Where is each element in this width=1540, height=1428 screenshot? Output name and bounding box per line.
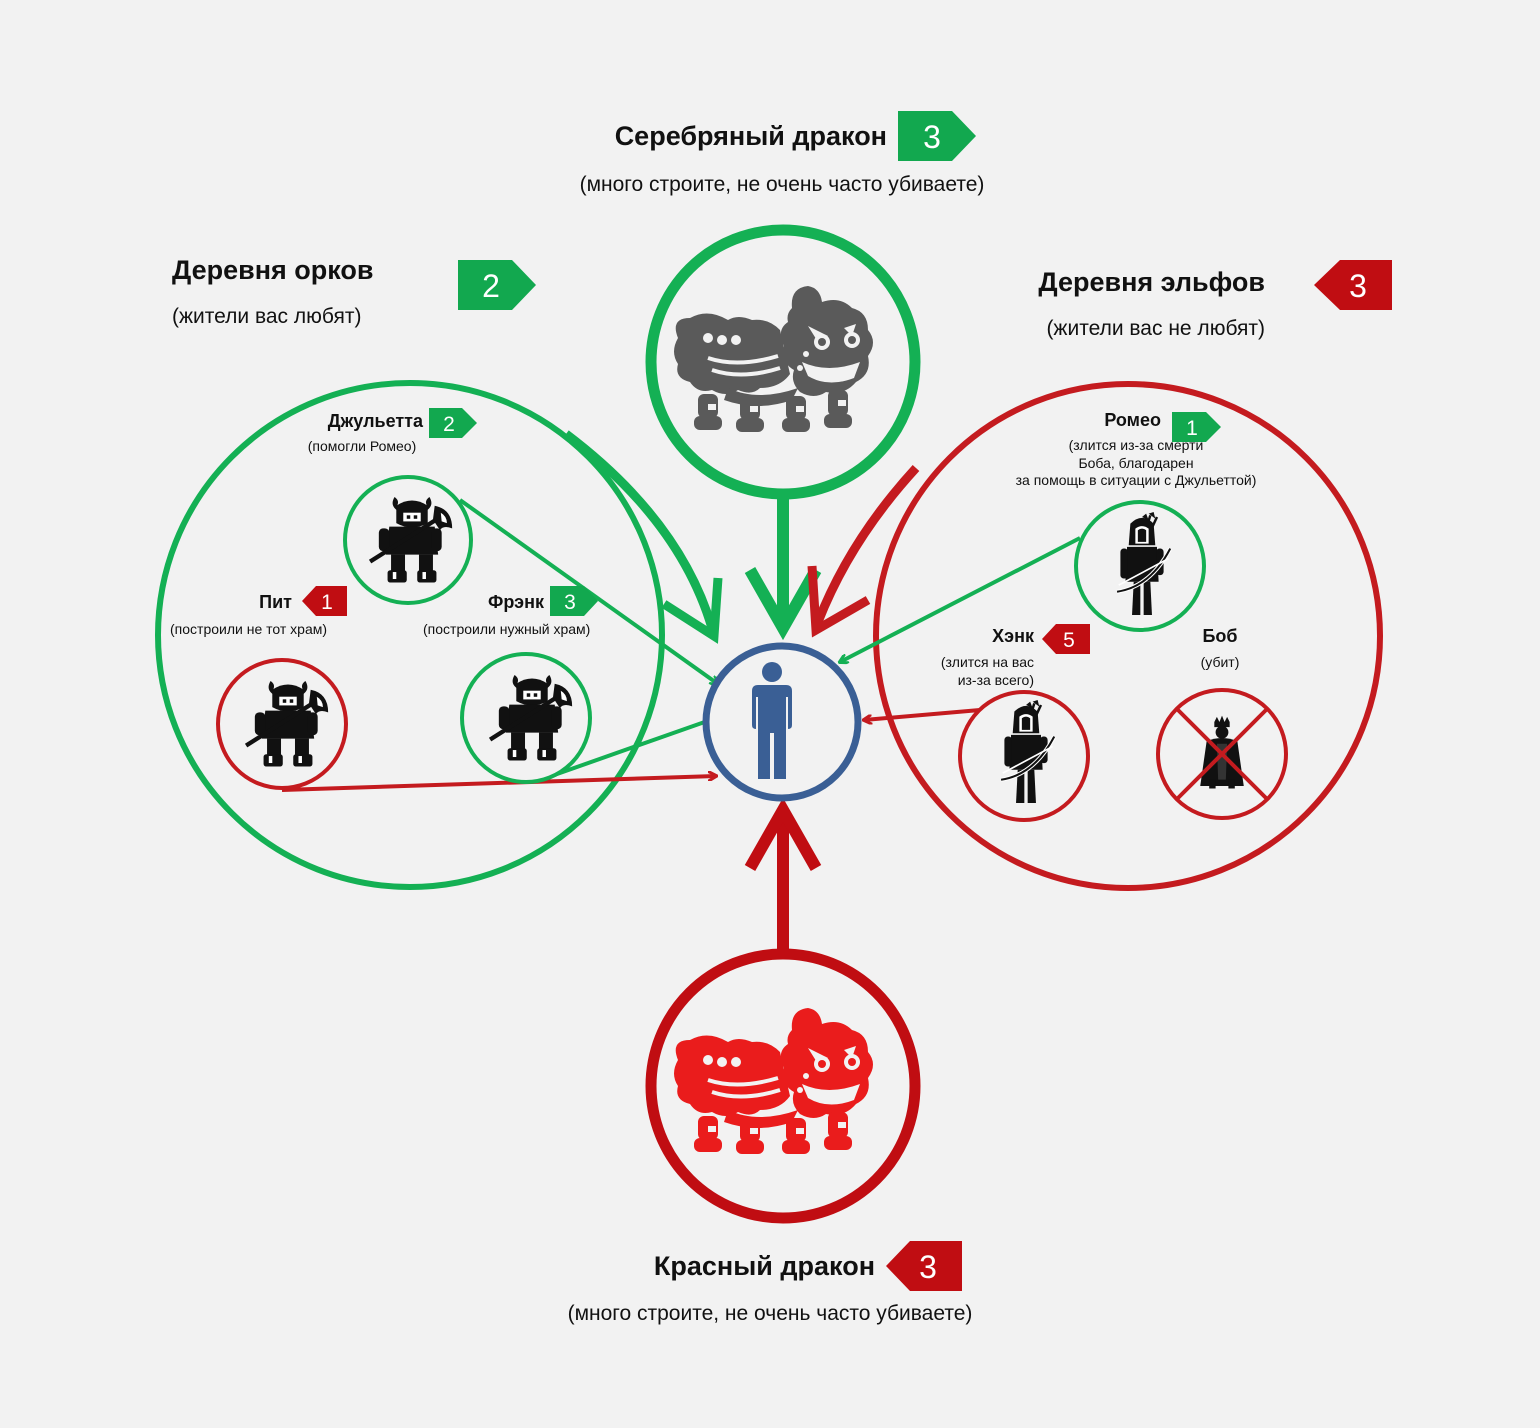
svg-text:3: 3 [919,1249,937,1285]
silver-dragon-node [645,224,921,500]
dragon-icon [672,284,875,434]
dragon-icon [672,1006,875,1156]
juliet-node [343,475,473,605]
frank-note: (построили нужный храм) [423,621,591,637]
svg-text:2: 2 [482,268,500,304]
romeo-node [1074,500,1206,632]
juliet-note: (помогли Ромео) [307,438,417,454]
silver-dragon-title: Серебряный дракон [614,121,887,151]
red-dragon-arrow [744,797,822,950]
pete-name: Пит [259,592,292,612]
frank-score-badge: 3 [550,586,598,616]
svg-text:3: 3 [923,119,941,155]
bob-note: (убит) [1200,654,1240,670]
svg-text:3: 3 [564,591,576,614]
orc-village-circle [155,380,665,890]
red-dragon-score-badge: 3 [886,1241,962,1291]
juliet-score-badge: 2 [429,408,477,438]
svg-text:3: 3 [1349,268,1367,304]
elf-village-note: (жители вас не любят) [1046,317,1265,340]
red-dragon-node [645,948,921,1224]
svg-text:2: 2 [443,413,455,436]
romeo-score-badge: 1 [1172,412,1221,442]
elf-village-arrow [807,464,920,638]
elf-village-score-badge: 3 [1314,260,1392,310]
cross-out-icon [1174,706,1270,802]
player-node [702,642,862,802]
hank-score-badge: 5 [1042,624,1090,654]
juliet-name: Джульетта [327,411,423,431]
frank-arrow [539,718,716,782]
frank-name: Фрэнк [488,592,544,612]
bob-node [1156,688,1288,820]
romeo-note: (злится из-за смерти Боба, благодарен за… [1015,437,1257,488]
pete-arrow [281,776,716,792]
elf-village-circle [873,381,1383,891]
frank-node [460,652,592,784]
svg-text:5: 5 [1063,629,1075,652]
hank-node [958,690,1090,822]
orc-village-note: (жители вас любят) [172,305,362,328]
hank-note: (злится на вас из-за всего) [940,654,1034,688]
elf-village-title: Деревня эльфов [1038,267,1265,297]
red-dragon-note: (много строите, не очень часто убиваете) [567,1302,973,1325]
silver-dragon-arrow [744,494,822,641]
romeo-name: Ромео [1104,410,1161,430]
hank-arrow [864,708,981,720]
orc-village-title: Деревня орков [172,255,374,285]
silver-dragon-note: (много строите, не очень часто убиваете) [579,173,985,196]
pete-node [216,658,348,790]
svg-text:1: 1 [1186,417,1198,440]
svg-text:1: 1 [321,591,333,614]
orc-village-arrow [563,430,723,644]
bob-name: Боб [1202,626,1238,646]
silver-dragon-score-badge: 3 [898,111,976,161]
romeo-arrow [840,536,1081,662]
red-dragon-title: Красный дракон [653,1251,875,1281]
pete-note: (построили не тот храм) [170,621,328,637]
hank-name: Хэнк [992,626,1034,646]
orc-village-score-badge: 2 [458,260,536,310]
pete-score-badge: 1 [302,586,347,616]
